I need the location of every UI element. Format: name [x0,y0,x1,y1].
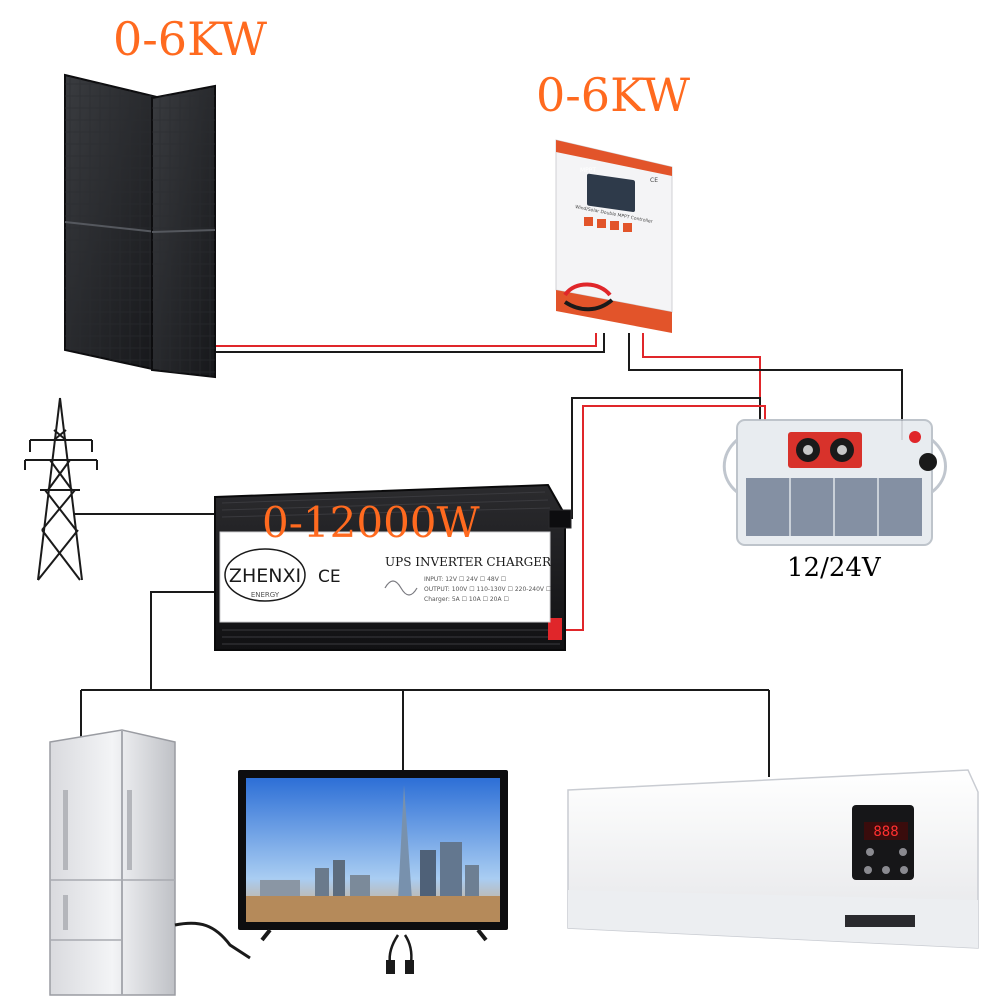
inverter-title: UPS INVERTER CHARGER [385,555,552,569]
battery-icon [724,420,945,545]
solar-panel-icon [65,75,215,377]
inverter-brand: ZHENXI [229,565,301,587]
inverter-brand-sub: ENERGY [251,591,280,599]
air-conditioner-icon: 888 [568,770,978,948]
inverter-input-row: INPUT: 12V ☐ 24V ☐ 48V ☐ [424,576,506,583]
svg-text:888: 888 [873,824,898,840]
refrigerator-icon [50,730,250,995]
transmission-tower-icon [25,398,97,580]
wire-inverter-output [151,592,215,690]
inverter-cert: CE [318,567,341,587]
controller-power-label: 0-6KW [536,68,690,122]
charge-controller-icon [556,140,672,333]
inverter-charger-row: Charger: 5A ☐ 10A ☐ 20A ☐ [424,596,509,603]
panel-power-label: 0-6KW [113,12,267,66]
wire-inverter-battery-black [562,398,760,518]
wire-inverter-battery-red [565,406,765,630]
inverter-output-row: OUTPUT: 100V ☐ 110-130V ☐ 220-240V ☐ [424,586,551,593]
inverter-power-label: 0-12000W [262,498,480,547]
battery-voltage-label: 12/24V [787,553,881,583]
controller-brand: MPPT [580,167,596,174]
controller-mark: CE [650,177,658,184]
television-icon [238,770,508,974]
wire-panel-controller-red [215,333,596,346]
wire-panel-controller-black [215,333,604,352]
